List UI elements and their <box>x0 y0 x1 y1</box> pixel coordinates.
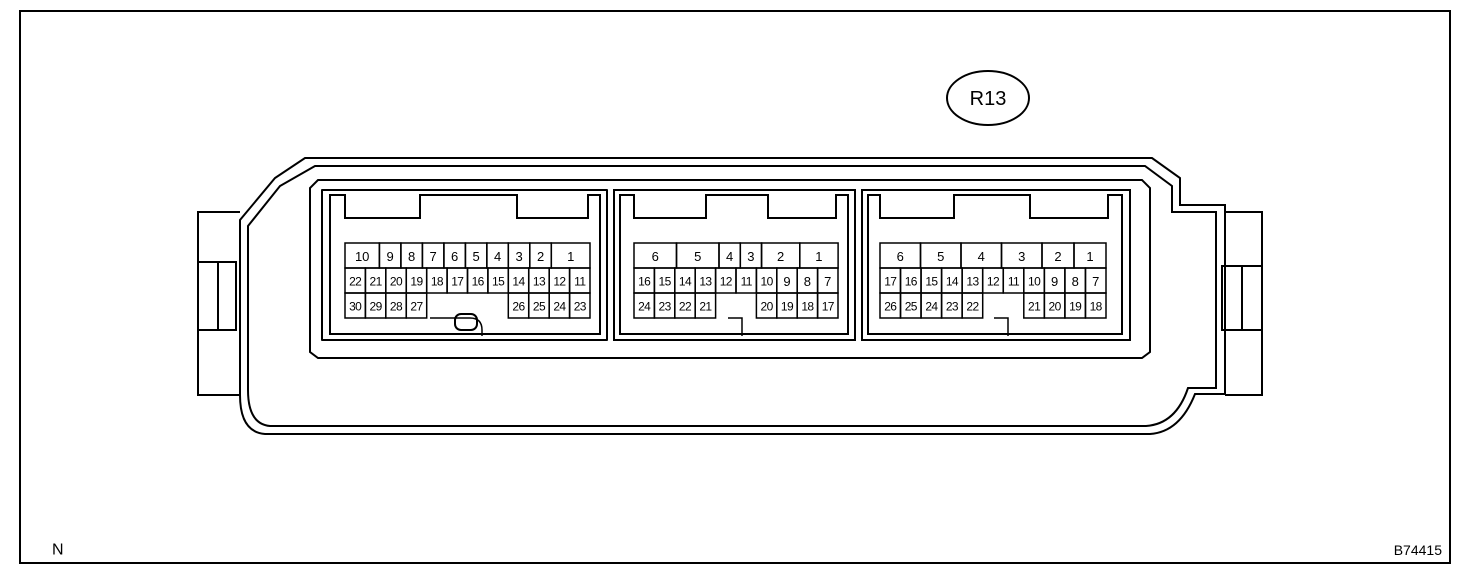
pin-number: 8 <box>804 274 811 289</box>
pin-number: 23 <box>574 300 587 314</box>
pin-cell <box>961 292 984 319</box>
pin-cell <box>1084 292 1107 319</box>
pin-number: 7 <box>824 274 831 289</box>
pin-number: 15 <box>925 275 938 289</box>
pin-number: 24 <box>925 300 938 314</box>
pin-number: 28 <box>390 300 403 314</box>
pin-number: 6 <box>897 249 904 264</box>
pin-number: 22 <box>349 275 362 289</box>
pin-number: 4 <box>494 249 501 264</box>
pin-number: 26 <box>884 300 897 314</box>
pin-number: 30 <box>349 300 362 314</box>
figure-border <box>19 10 1451 564</box>
pin-number: 5 <box>937 249 944 264</box>
pin-number: 9 <box>386 249 393 264</box>
pin-cell <box>816 292 839 319</box>
pin-number: 27 <box>410 300 423 314</box>
pin-cell <box>568 292 591 319</box>
sub-connector-outlines <box>321 189 1131 341</box>
key-notch <box>430 317 483 336</box>
pin-number: 11 <box>1008 275 1020 289</box>
pin-number: 10 <box>761 275 774 289</box>
pin-number: 25 <box>905 300 918 314</box>
pin-number: 22 <box>966 300 979 314</box>
pin-number: 11 <box>741 275 753 289</box>
pin-number: 21 <box>370 275 383 289</box>
pin-number: 1 <box>815 249 822 264</box>
pin-number: 24 <box>638 300 651 314</box>
pin-number: 20 <box>390 275 403 289</box>
pin-number: 13 <box>966 275 979 289</box>
lock-tab <box>454 313 478 331</box>
pin-number: 14 <box>946 275 959 289</box>
pin-number: 2 <box>1054 249 1061 264</box>
pin-number: 12 <box>553 275 566 289</box>
pin-number: 14 <box>512 275 525 289</box>
pin-number: 10 <box>355 249 369 264</box>
pin-number: 1 <box>567 249 574 264</box>
pin-number: 24 <box>553 300 566 314</box>
pin-number: 13 <box>533 275 546 289</box>
pin-number: 10 <box>1028 275 1041 289</box>
pin-number: 11 <box>574 275 586 289</box>
pin-number: 20 <box>761 300 774 314</box>
pin-number: 23 <box>946 300 959 314</box>
pin-number: 4 <box>978 249 985 264</box>
pin-number: 4 <box>726 249 733 264</box>
pin-number: 7 <box>1092 274 1099 289</box>
pin-number: 18 <box>801 300 814 314</box>
pin-number: 22 <box>679 300 692 314</box>
connector-label-oval <box>946 70 1030 126</box>
pin-number: 12 <box>720 275 733 289</box>
pin-number: 16 <box>905 275 918 289</box>
figure-code: B74415 <box>1394 542 1442 558</box>
pin-number: 12 <box>987 275 1000 289</box>
pin-number: 29 <box>370 300 383 314</box>
pin-number: 15 <box>659 275 672 289</box>
corner-label: N <box>52 542 64 559</box>
pin-number: 17 <box>451 275 464 289</box>
housing-outline <box>197 157 1263 435</box>
pin-number: 20 <box>1049 300 1062 314</box>
pin-number: 5 <box>694 249 701 264</box>
pin-number: 6 <box>652 249 659 264</box>
pin-number: 3 <box>515 249 522 264</box>
pin-number: 16 <box>638 275 651 289</box>
key-notch <box>728 317 743 336</box>
pin-number: 3 <box>1018 249 1025 264</box>
pin-number: 2 <box>777 249 784 264</box>
pin-number: 26 <box>512 300 525 314</box>
pin-number: 19 <box>1069 300 1082 314</box>
pin-number: 14 <box>679 275 692 289</box>
key-notch <box>994 317 1009 336</box>
pin-number: 18 <box>431 275 444 289</box>
pin-number: 16 <box>472 275 485 289</box>
pin-number: 8 <box>408 249 415 264</box>
pin-number: 18 <box>1090 300 1103 314</box>
pin-number: 9 <box>783 274 790 289</box>
pin-number: 17 <box>884 275 897 289</box>
pin-number: 1 <box>1086 249 1093 264</box>
pin-number: 2 <box>537 249 544 264</box>
pin-cell <box>405 292 428 319</box>
pin-number: 19 <box>781 300 794 314</box>
pin-number: 8 <box>1072 274 1079 289</box>
pin-number: 17 <box>822 300 835 314</box>
pin-number: 15 <box>492 275 505 289</box>
pin-number: 6 <box>451 249 458 264</box>
pin-number: 13 <box>699 275 712 289</box>
pin-number: 7 <box>429 249 436 264</box>
pin-number: 23 <box>659 300 672 314</box>
pin-number: 25 <box>533 300 546 314</box>
pin-number: 9 <box>1051 274 1058 289</box>
connector-label: R13 <box>970 88 1007 110</box>
pin-number: 19 <box>410 275 423 289</box>
pin-number: 5 <box>472 249 479 264</box>
pin-cell <box>694 292 717 319</box>
pin-number: 21 <box>699 300 712 314</box>
pin-number: 3 <box>747 249 754 264</box>
pin-number: 21 <box>1028 300 1041 314</box>
